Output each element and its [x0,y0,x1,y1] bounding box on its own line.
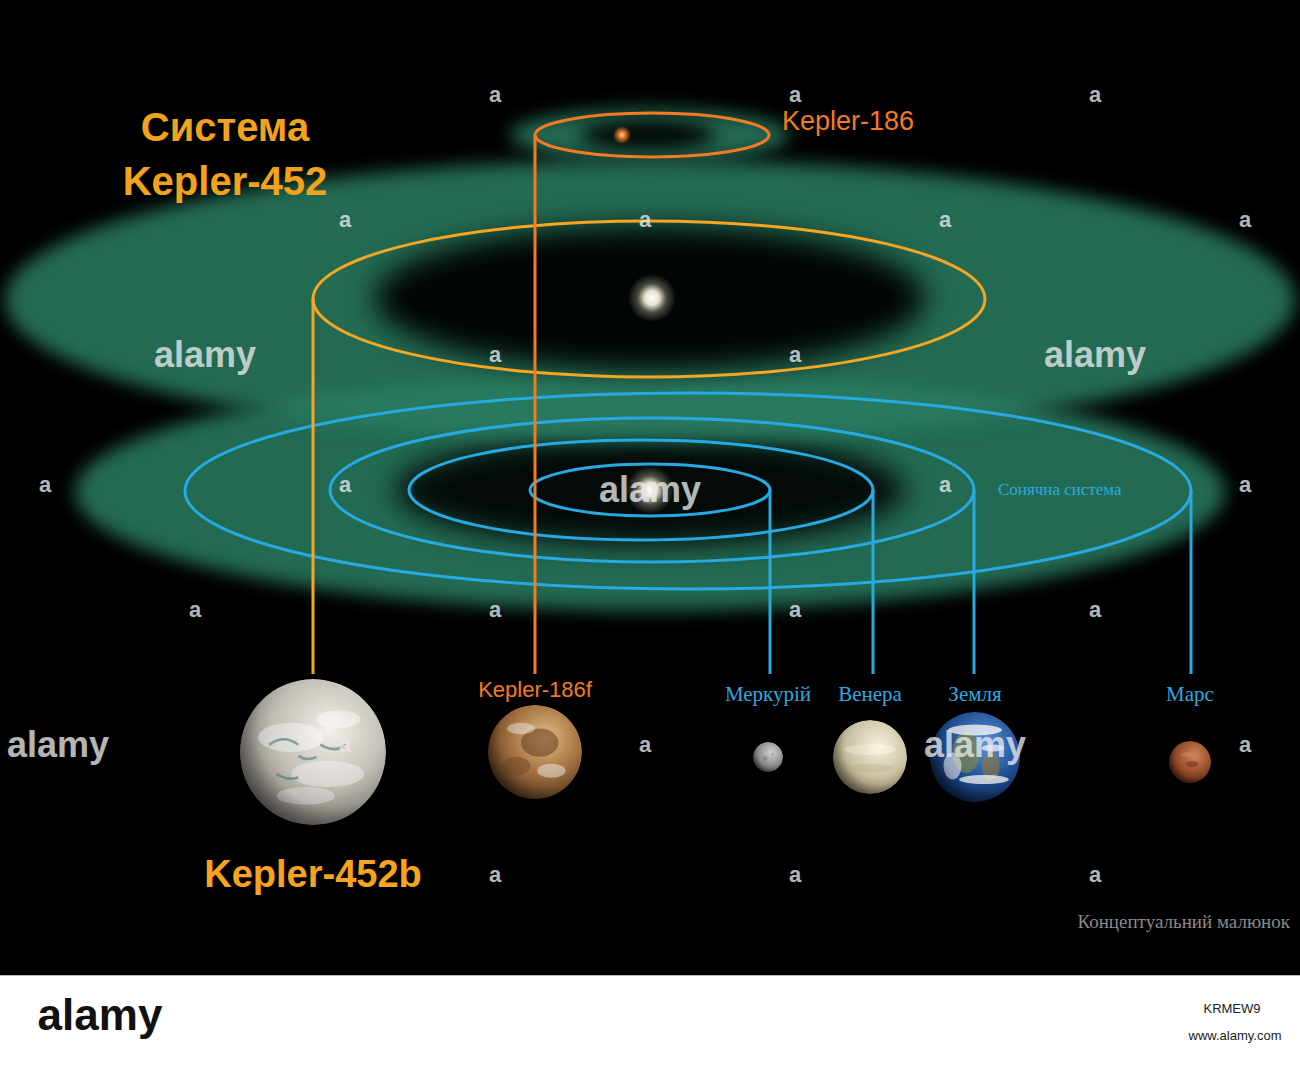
leader-line [973,490,976,674]
planet-disc [833,720,907,794]
planet-disc [240,679,386,825]
planet-shade [240,679,386,825]
star [613,126,631,144]
planet-disc [753,742,783,772]
watermark: alamy [154,334,256,376]
leader-line [534,135,537,674]
star [628,274,676,322]
system-label: Kepler-186 [782,106,914,137]
watermark-logo: alamy [38,990,163,1040]
planet-name: Марс [1166,682,1214,707]
footer-strip [0,975,1300,1065]
watermark: a [489,82,501,108]
watermark: a [489,342,501,368]
planet-shade [488,705,582,799]
watermark: a [339,472,351,498]
planet-name: Земля [948,682,1001,707]
watermark: a [789,342,801,368]
orbit [330,418,974,562]
watermark: a [789,597,801,623]
planet-illustration [1169,741,1211,783]
planet-shade [753,742,783,772]
planet-name: Меркурій [725,682,811,707]
zone-gap [580,120,716,150]
planet-name: Kepler-186f [478,677,592,703]
watermark: a [789,82,801,108]
watermark: a [489,862,501,888]
watermark: a [1089,82,1101,108]
footer-rule [0,975,1300,976]
exoplanet: Kepler-186f [478,677,592,799]
watermark: a [339,732,351,758]
orbit [530,464,770,516]
planet-illustration [753,742,783,772]
watermark: a [489,597,501,623]
watermark: a [1239,207,1251,233]
orbit [185,393,1191,589]
orbit [313,221,985,377]
watermark: a [639,207,651,233]
watermark: a [639,732,651,758]
leader-line [872,490,875,674]
planet: Марс [1166,682,1214,783]
orbit [535,113,769,157]
diagram-title: Система Kepler-452 [90,100,360,208]
zone-gap [395,435,905,545]
system-label: Сонячна система [998,480,1122,500]
watermark: a [189,597,201,623]
orbit [409,440,873,540]
watermark: a [1089,597,1101,623]
habitable-zone [510,109,790,161]
planet-disc [488,705,582,799]
watermark: a [939,472,951,498]
watermark: alamy [924,724,1026,766]
watermark: a [1239,472,1251,498]
note: Концептуальний малюнок [1077,911,1290,933]
watermark: a [339,207,351,233]
planet-shade [1169,741,1211,783]
planet-disc [1169,741,1211,783]
watermark: a [1089,862,1101,888]
exoplanet: Kepler-452b [204,679,422,896]
planet-illustration [488,705,582,799]
planet-name: Kepler-452b [204,853,422,896]
leader-line [312,299,315,674]
planet-illustration [833,720,907,794]
watermark: alamy [7,724,109,766]
zone-gap [375,226,925,370]
watermark: a [789,862,801,888]
planet-shade [833,720,907,794]
watermark-url: www.alamy.com [1189,1028,1282,1043]
watermark: a [39,472,51,498]
watermark: alamy [599,469,701,511]
watermark: a [1239,732,1251,758]
planet: Венера [833,682,907,794]
leader-line [1190,491,1193,674]
planet: Меркурій [725,682,811,772]
planet-illustration [240,679,386,825]
leader-line [769,490,772,674]
watermark: a [939,207,951,233]
image-id: KRMEW9 [1203,1001,1260,1016]
planet-name: Венера [838,682,902,707]
watermark: alamy [1044,334,1146,376]
